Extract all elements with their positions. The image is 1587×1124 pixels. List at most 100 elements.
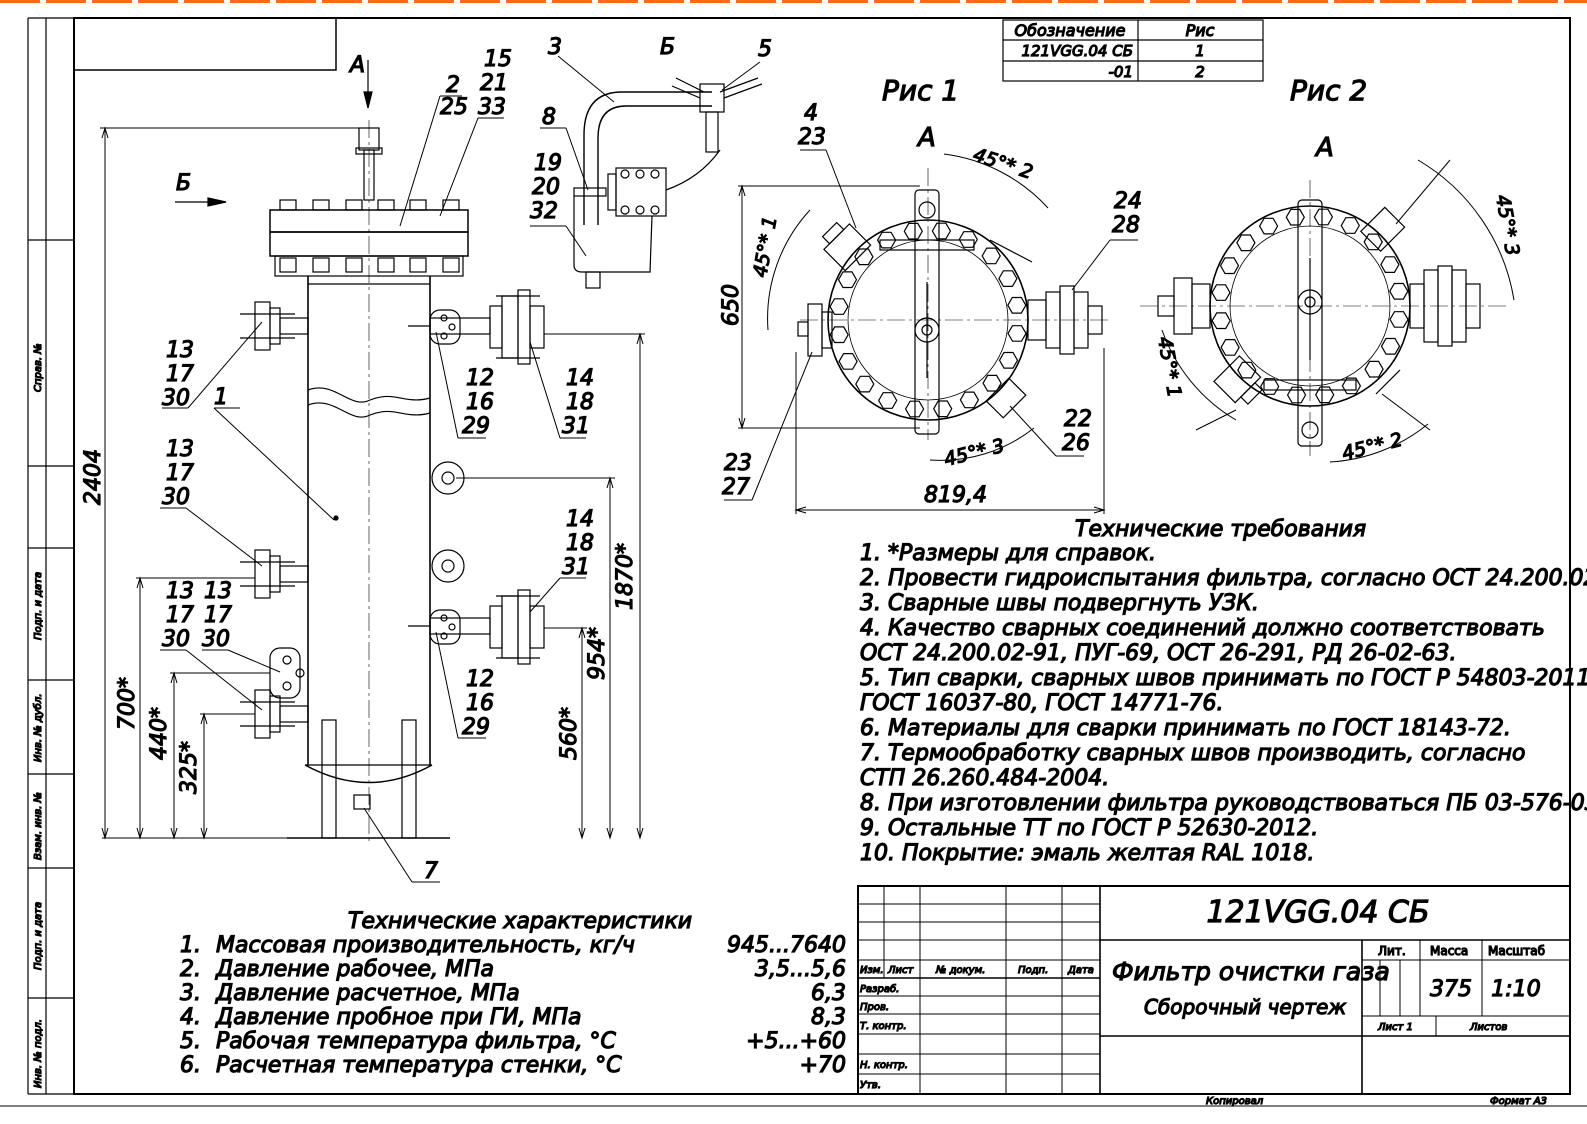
bolt-nut [959,391,980,409]
tb-format: Формат А3 [1490,1096,1547,1107]
bolt-nut [837,271,858,289]
fig1-view-label: А [916,123,936,153]
bolt-nut [1211,312,1231,330]
tech-char-label: Рабочая температура фильтра, °С [216,1029,616,1054]
right-nozzle-low [408,589,545,665]
bolt-nut [855,375,875,393]
tech-req-line: 7. Термообработку сварных швов производи… [860,741,1526,766]
tb-col-change: Изм. [860,965,884,976]
fig2-angle-1: 45°* 1 [1153,335,1185,399]
fig2-dimensions [1161,159,1515,463]
view-b-title: Б [660,35,675,60]
view-arrow-b-label: Б [176,171,191,196]
dim-700: 700* [115,677,140,730]
bolt-nut [1236,234,1256,252]
fig2-view-label: А [1314,133,1334,163]
fig1-top-view [797,168,1110,440]
tb-copied: Копировал [1206,1096,1264,1107]
dim-954: 954* [585,627,610,680]
header-table [1002,19,1264,82]
callout-7: 7 [424,859,438,884]
tech-char-num: 2. [180,957,201,982]
bolt-nut [1219,257,1240,275]
header-row-1-fig: 1 [1195,42,1205,60]
bolt-nut [1285,208,1305,226]
tech-char-value: 6,3 [811,981,846,1006]
stamp-sign-date-1: Подп. и дата [33,572,44,640]
view-arrow-b [175,197,227,207]
tech-req-line: СТП 26.260.484-2004. [860,766,1109,791]
left-nozzle-top [240,301,309,351]
tb-designation: 121VGG.04 СБ [1206,895,1429,930]
stamp-orig-inv: Инв. № подл. [33,1019,44,1088]
bolt-nut [933,400,953,418]
tech-char-label: Давление расчетное, МПа [215,981,520,1006]
tb-scale-label: Масштаб [1488,944,1545,958]
tech-char-num: 5. [180,1029,201,1054]
fig1-angle-3: 45°* 3 [942,435,1007,471]
bolt-nut [1007,296,1027,314]
bolt-nut [1007,325,1027,342]
tb-sheet: Лист 1 [1377,1022,1413,1033]
tb-col-date: Дата [1067,965,1094,976]
fig2-bolt-circle [1211,208,1409,404]
callout-1: 1 [214,385,228,410]
tech-char-label: Давление рабочее, МПа [215,957,494,982]
front-dimension-lines [100,126,645,840]
bolt-nut [1340,217,1360,234]
fig1-angle-1: 45°* 1 [749,215,781,279]
bolt-nut [1380,337,1401,355]
bolt-nut [838,353,858,370]
tb-doc-type: Сборочный чертеж [1144,995,1346,1019]
tb-role-tech-control: Т. контр. [860,1021,907,1032]
tb-product-name: Фильтр очистки газа [1112,957,1390,986]
bolt-nut [904,400,925,418]
fig1-bolt-circle [829,222,1027,418]
tech-req-line: ОСТ 24.200.02-91, ПУГ-69, ОСТ 26-291, РД… [860,641,1456,666]
stamp-dup-inv: Инв. № дубл. [32,694,44,762]
bolt-nut [1260,378,1280,395]
dim-325: 325* [177,741,202,794]
bolt-nut [1211,284,1231,301]
top-flange-nuts [279,199,460,273]
tb-col-sign: Подп. [1018,965,1048,976]
tech-req-line: 10. Покрытие: эмаль желтая RAL 1018. [860,841,1314,866]
fig2-angle-3: 45°* 3 [1491,193,1523,257]
bolt-nut [854,248,874,266]
tech-char-value: 8,3 [811,1005,846,1030]
tech-char-num: 4. [180,1005,201,1030]
view-b-detail [573,77,763,289]
bolt-nut [931,222,952,240]
dim-819-4: 819,4 [924,483,987,508]
fig1-dimensions [738,153,1106,514]
bolt-nut [1364,360,1384,378]
dim-560: 560* [557,707,582,760]
tech-req-line: 3. Сварные швы подвергнуть УЗК. [860,591,1259,616]
left-nozzle-bottom [240,689,309,739]
bolt-nut [1389,282,1409,300]
tech-char-num: 6. [180,1053,201,1078]
tech-req-line: 4. Качество сварных соединений должно со… [860,616,1545,641]
right-nozzle-top [408,289,545,365]
tb-mass-label: Масса [1430,944,1468,958]
tech-char-value: 3,5...5,6 [755,957,846,982]
bolt-nut [1220,339,1240,356]
left-nozzle-low [269,647,305,699]
tech-req-list: 1. *Размеры для справок. 2. Провести гид… [859,540,1587,866]
fig1-title: Рис 1 [882,74,959,107]
bolt-nut [1380,256,1400,273]
bolt-nut [829,326,849,344]
bolt-nut [878,392,898,409]
tb-scale-value: 1:10 [1491,977,1540,1002]
header-row-2-fig: 2 [1195,63,1205,81]
tech-char-title: Технические характеристики [348,909,692,934]
tech-req-line: 1. *Размеры для справок. [860,541,1156,566]
bolt-nut [1313,208,1334,226]
title-block-grid [857,885,1571,1095]
tb-col-sheet: Лист [887,965,915,976]
